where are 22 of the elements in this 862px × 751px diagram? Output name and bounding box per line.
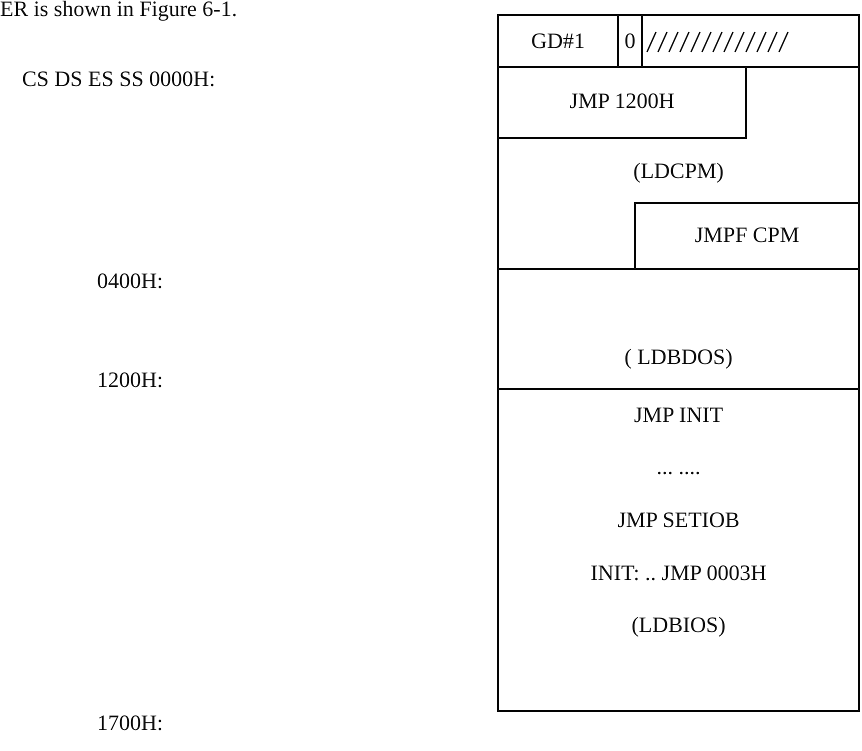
memory-cell	[499, 16, 619, 68]
memory-segment	[499, 16, 858, 270]
address-label: 0400H:	[97, 268, 163, 294]
figure-reference-text: ER is shown in Figure 6-1.	[0, 0, 238, 22]
cell-text: JMP 1200H	[570, 88, 674, 114]
segment-text: (LDCPM)	[633, 158, 724, 184]
segment-text: JMP INIT	[634, 402, 724, 428]
cell-text: 0	[624, 28, 636, 54]
memory-cell	[619, 16, 643, 68]
cell-text: GD#1	[531, 28, 585, 54]
segment-text: ... ....	[656, 454, 700, 480]
address-label: 1700H:	[97, 710, 163, 736]
memory-cell	[634, 202, 858, 270]
address-label: CS DS ES SS 0000H:	[22, 66, 216, 92]
memory-map	[497, 14, 860, 712]
memory-cell	[499, 68, 747, 139]
segment-text: JMP SETIOB	[617, 507, 740, 533]
segment-text: ( LDBDOS)	[624, 344, 733, 370]
segment-text: INIT: .. JMP 0003H	[590, 560, 766, 586]
cell-text: JMPF CPM	[694, 222, 800, 248]
address-label: 1200H:	[97, 367, 163, 393]
segment-text: (LDBIOS)	[631, 612, 726, 638]
